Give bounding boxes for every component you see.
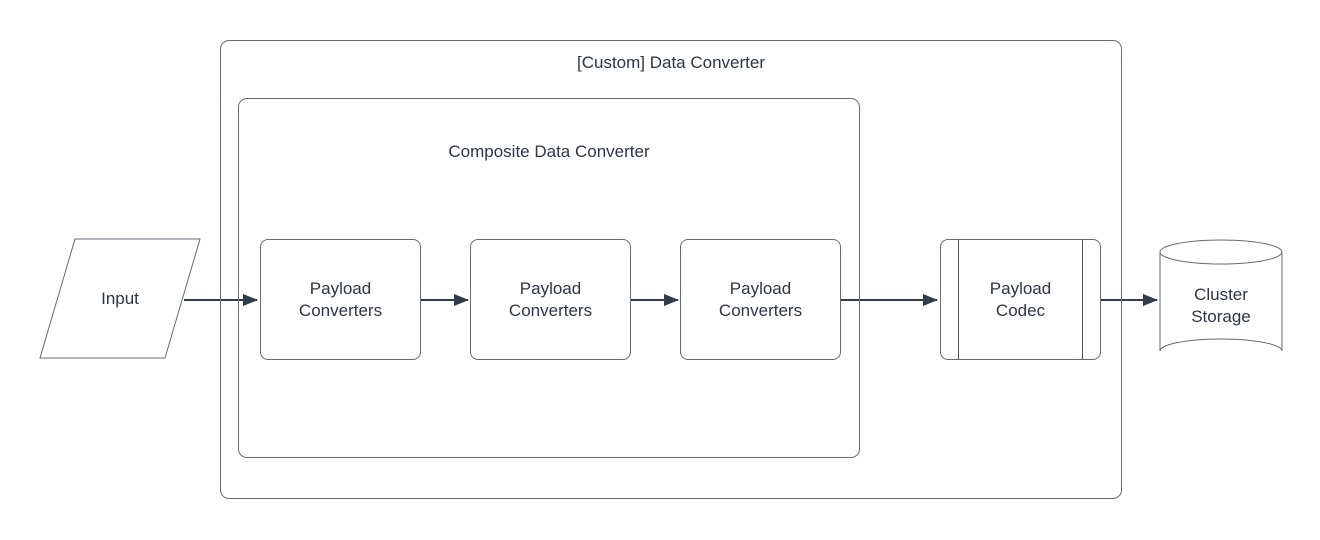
payload-converters-label-1: Payload Converters: [298, 278, 383, 320]
group-composite-data-converter-title: Composite Data Converter: [448, 142, 650, 161]
input-parallelogram-shape: [39, 238, 201, 359]
payload-codec-right-bar: [1082, 240, 1083, 359]
payload-converters-node-2: Payload Converters: [470, 239, 631, 360]
group-custom-data-converter-title: [Custom] Data Converter: [576, 53, 765, 72]
group-composite-data-converter: Composite Data Converter: [238, 98, 860, 458]
cluster-storage-cylinder-top: [1159, 239, 1283, 253]
payload-converters-node-3: Payload Converters: [680, 239, 841, 360]
payload-codec-node: Payload Codec: [940, 239, 1101, 360]
cluster-storage-cylinder-shape: [1159, 251, 1283, 352]
payload-converters-label-3: Payload Converters: [718, 278, 803, 320]
payload-converters-label-2: Payload Converters: [508, 278, 593, 320]
payload-converters-node-1: Payload Converters: [260, 239, 421, 360]
payload-codec-label: Payload Codec: [989, 278, 1052, 320]
payload-codec-left-bar: [958, 240, 959, 359]
group-custom-data-converter: [Custom] Data Converter: [220, 40, 1122, 499]
